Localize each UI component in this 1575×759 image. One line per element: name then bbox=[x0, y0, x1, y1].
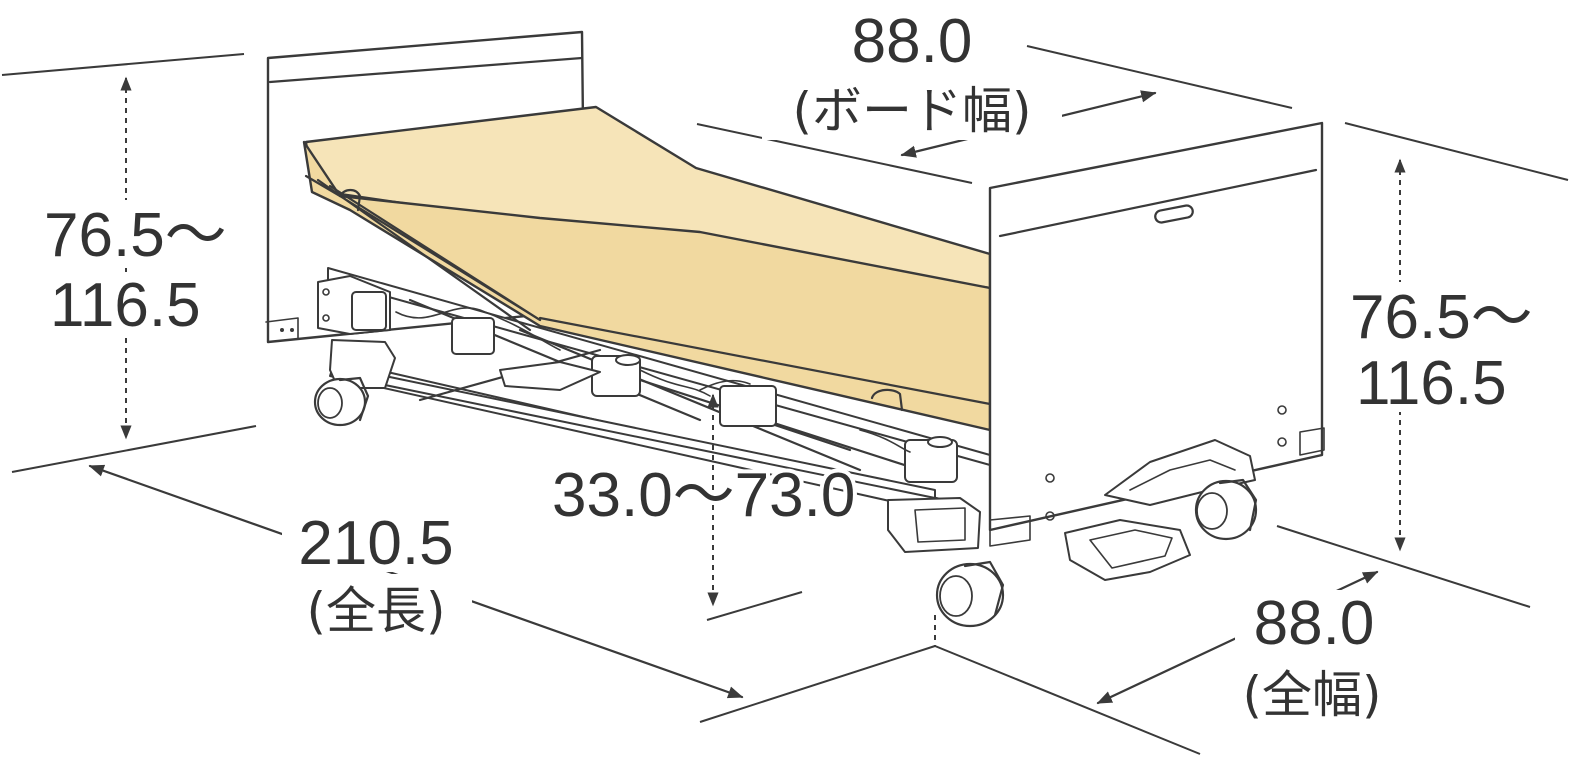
overall-width-caption: (全幅) bbox=[1242, 666, 1381, 724]
head-height-line2: 116.5 bbox=[50, 271, 201, 340]
extension-lines bbox=[1, 45, 1569, 755]
overall-length-caption: (全長) bbox=[306, 582, 445, 640]
caster-foot-front bbox=[935, 560, 1005, 628]
brake-pedal bbox=[1064, 439, 1256, 581]
board-width-value: 88.0 bbox=[852, 7, 973, 76]
foot-board bbox=[988, 121, 1325, 547]
dimension-labels: 88.0 (ボード幅) 76.5～ 116.5 76.5～ 116.5 33.0… bbox=[40, 7, 1564, 724]
head-height-line1: 76.5～ bbox=[44, 201, 227, 270]
mattress bbox=[302, 105, 992, 432]
overall-width-value: 88.0 bbox=[1254, 589, 1375, 658]
bed-frame bbox=[317, 267, 991, 553]
caster-foot-rear bbox=[1194, 478, 1258, 541]
caster-head-left bbox=[313, 376, 370, 427]
overall-length-value: 210.5 bbox=[298, 509, 453, 578]
foot-height-line2: 116.5 bbox=[1356, 349, 1507, 418]
bed-height-label: 33.0～73.0 bbox=[552, 461, 855, 530]
board-width-caption: (ボード幅) bbox=[792, 82, 1031, 140]
foot-height-line1: 76.5～ bbox=[1350, 283, 1533, 352]
